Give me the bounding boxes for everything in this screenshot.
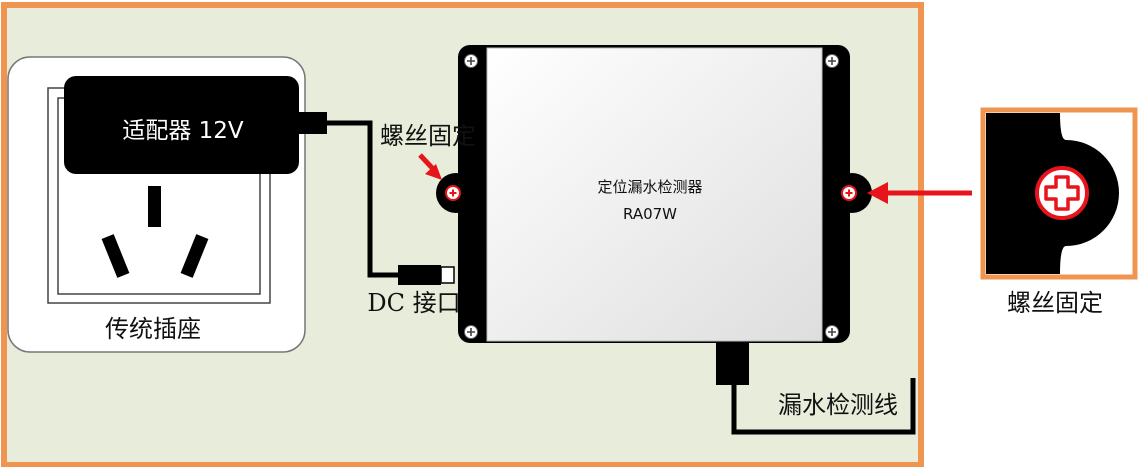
mount-screw-left — [445, 185, 461, 201]
socket-pin-top — [148, 186, 161, 227]
corner-screws — [464, 54, 839, 339]
mount-screw-right — [841, 185, 857, 201]
red-arrow-right — [867, 182, 972, 204]
adapter-cable — [327, 120, 400, 278]
dc-socket-port — [476, 265, 486, 285]
red-arrow-left — [418, 153, 442, 180]
screw-closeup-icon — [1035, 166, 1089, 220]
screw-fix-label: 螺丝固定 — [380, 122, 476, 150]
cable-gland — [716, 343, 749, 385]
detector-model: RA07W — [623, 205, 677, 223]
socket-label: 传统插座 — [105, 315, 201, 343]
leak-sense-cable — [731, 378, 916, 435]
adapter-label: 适配器 12V — [122, 118, 244, 144]
sense-cable-label: 漏水检测线 — [778, 391, 898, 419]
socket-pin-left — [101, 234, 130, 278]
dc-port-label: DC 接口 — [367, 289, 460, 317]
zoom-callout-label: 螺丝固定 — [1007, 289, 1103, 317]
detector-box — [436, 45, 872, 343]
socket-pin-right — [180, 234, 209, 278]
power-adapter — [64, 76, 327, 174]
dc-plug — [398, 265, 455, 285]
screw-zoom-callout — [980, 107, 1138, 280]
detector-name: 定位漏水检测器 — [597, 178, 702, 196]
